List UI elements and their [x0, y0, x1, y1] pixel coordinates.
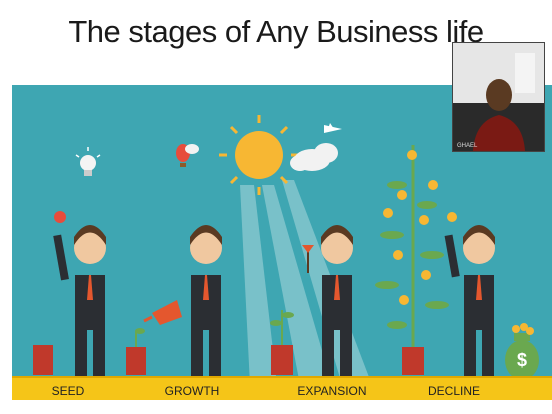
cloud-icon — [290, 143, 338, 171]
participant-name: GHAEL — [457, 143, 478, 149]
pot — [126, 347, 146, 375]
stage-label-growth: GROWTH — [164, 384, 220, 398]
balloon-icon — [176, 144, 199, 167]
money-bag-icon: $ — [505, 323, 539, 380]
illustration-canvas: $ — [33, 115, 539, 385]
lightbulb-icon — [75, 147, 101, 176]
stage-label-seed: SEED — [51, 384, 85, 398]
airplane-icon — [324, 123, 342, 133]
money-tree — [375, 145, 449, 375]
sun-rays — [240, 180, 372, 385]
pot — [33, 345, 53, 375]
slide-title: The stages of Any Business life — [68, 14, 484, 49]
stage-label-decline: DECLINE — [427, 384, 481, 398]
figure-decline — [444, 212, 495, 380]
pot — [271, 345, 293, 375]
figure-growth — [126, 225, 222, 380]
stage-label-expansion: EXPANSION — [297, 384, 367, 398]
svg-text:$: $ — [517, 350, 527, 370]
participant-avatar — [453, 43, 544, 151]
figure-seed — [33, 211, 106, 380]
slide-bottom-strip — [12, 400, 552, 414]
ground-bar — [12, 376, 552, 400]
participant-video-tile[interactable]: GHAEL — [452, 42, 545, 152]
sun-icon — [219, 115, 299, 195]
figure-expansion — [270, 225, 353, 380]
